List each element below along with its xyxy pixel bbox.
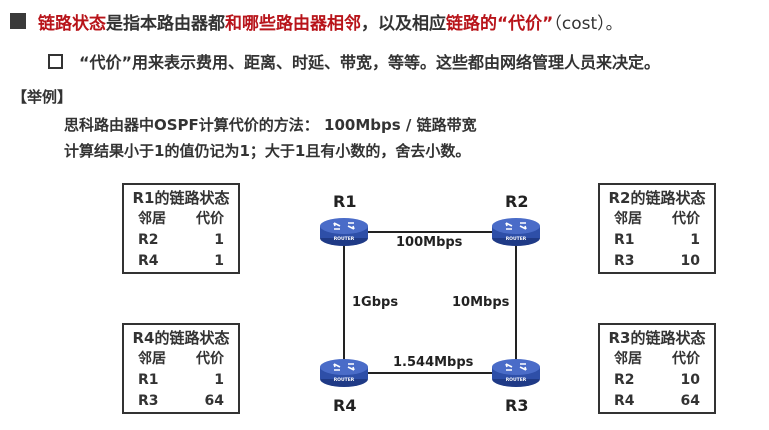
table-row: R1 1	[124, 370, 238, 391]
table-row: R2 10	[600, 370, 714, 391]
table-row: R3 10	[600, 251, 714, 272]
cost-note-line: “代价”用来表示费用、距离、时延、带宽，等等。这些都由网络管理人员来决定。	[48, 48, 660, 74]
router-icon	[319, 358, 369, 388]
link-state-table-r4: R4的链路状态 邻居 代价 R1 1 R3 64	[122, 323, 240, 414]
neighbor-cell: R2	[614, 372, 635, 388]
term-cost: “代价”	[497, 13, 554, 34]
link-label-r1-r4: 1Gbps	[352, 295, 399, 310]
neighbor-cell: R3	[138, 393, 159, 409]
router-label-r1: R1	[333, 192, 357, 211]
table-header-row: 邻居 代价	[600, 349, 714, 370]
router-label-r3: R3	[505, 396, 529, 415]
col-cost: 代价	[196, 351, 224, 367]
router-label-r4: R4	[333, 396, 357, 415]
col-neighbor: 邻居	[614, 211, 642, 227]
neighbor-cell: R4	[138, 253, 159, 269]
table-title: R3的链路状态	[608, 329, 706, 347]
router-icon	[491, 358, 541, 388]
link-label-r1-r2: 100Mbps	[396, 235, 463, 250]
table-header-row: 邻居 代价	[124, 349, 238, 370]
cost-cell: 1	[214, 372, 224, 388]
cost-cell: 10	[680, 372, 700, 388]
neighbor-cell: R1	[614, 232, 635, 248]
table-title: R1的链路状态	[132, 189, 230, 207]
cost-cell: 64	[680, 393, 700, 409]
table-title: R4的链路状态	[132, 329, 230, 347]
link-label-r4-r3: 1.544Mbps	[393, 355, 474, 370]
cost-cell: 1	[690, 232, 700, 248]
definition-part: （cost）。	[553, 13, 623, 34]
link-state-table-r1: R1的链路状态 邻居 代价 R2 1 R4 1	[122, 183, 240, 274]
example-heading: 【举例】	[12, 88, 73, 106]
cost-cell: 1	[214, 232, 224, 248]
term-link: 链路的	[446, 13, 497, 34]
router-icon	[319, 217, 369, 247]
term-adjacent: 和哪些路由器相邻	[225, 13, 361, 34]
link-state-table-r3: R3的链路状态 邻居 代价 R2 10 R4 64	[598, 323, 716, 414]
cost-note-text: “代价”用来表示费用、距离、时延、带宽，等等。这些都由网络管理人员来决定。	[79, 53, 661, 72]
router-icon	[491, 217, 541, 247]
neighbor-cell: R3	[614, 253, 635, 269]
table-title: R2的链路状态	[608, 189, 706, 207]
cost-cell: 1	[214, 253, 224, 269]
router-label-r2: R2	[505, 192, 529, 211]
method-line-1: 思科路由器中OSPF计算代价的方法： 100Mbps / 链路带宽	[64, 116, 477, 134]
col-neighbor: 邻居	[138, 351, 166, 367]
table-header-row: 邻居 代价	[600, 209, 714, 230]
term-link-state: 链路状态	[38, 13, 106, 34]
filled-square-icon	[10, 13, 26, 29]
table-row: R4 64	[600, 391, 714, 412]
cost-cell: 10	[680, 253, 700, 269]
neighbor-cell: R4	[614, 393, 635, 409]
col-neighbor: 邻居	[614, 351, 642, 367]
definition-part: ，以及相应	[361, 13, 446, 34]
link-state-table-r2: R2的链路状态 邻居 代价 R1 1 R3 10	[598, 183, 716, 274]
col-cost: 代价	[672, 211, 700, 227]
empty-square-icon	[48, 53, 63, 69]
table-row: R2 1	[124, 230, 238, 251]
neighbor-cell: R1	[138, 372, 159, 388]
col-cost: 代价	[672, 351, 700, 367]
neighbor-cell: R2	[138, 232, 159, 248]
table-row: R3 64	[124, 391, 238, 412]
definition-part: 是指本路由器都	[106, 13, 225, 34]
col-neighbor: 邻居	[138, 211, 166, 227]
definition-text: 链路状态是指本路由器都和哪些路由器相邻，以及相应链路的“代价”（cost）。	[38, 9, 623, 34]
table-row: R1 1	[600, 230, 714, 251]
link-label-r2-r3: 10Mbps	[452, 295, 510, 310]
table-header-row: 邻居 代价	[124, 209, 238, 230]
table-row: R4 1	[124, 251, 238, 272]
method-line-2: 计算结果小于1的值仍记为1；大于1且有小数的，舍去小数。	[64, 142, 471, 160]
definition-line: 链路状态是指本路由器都和哪些路由器相邻，以及相应链路的“代价”（cost）。	[10, 8, 623, 34]
col-cost: 代价	[196, 211, 224, 227]
example-method: 思科路由器中OSPF计算代价的方法： 100Mbps / 链路带宽 计算结果小于…	[64, 112, 477, 164]
cost-cell: 64	[204, 393, 224, 409]
